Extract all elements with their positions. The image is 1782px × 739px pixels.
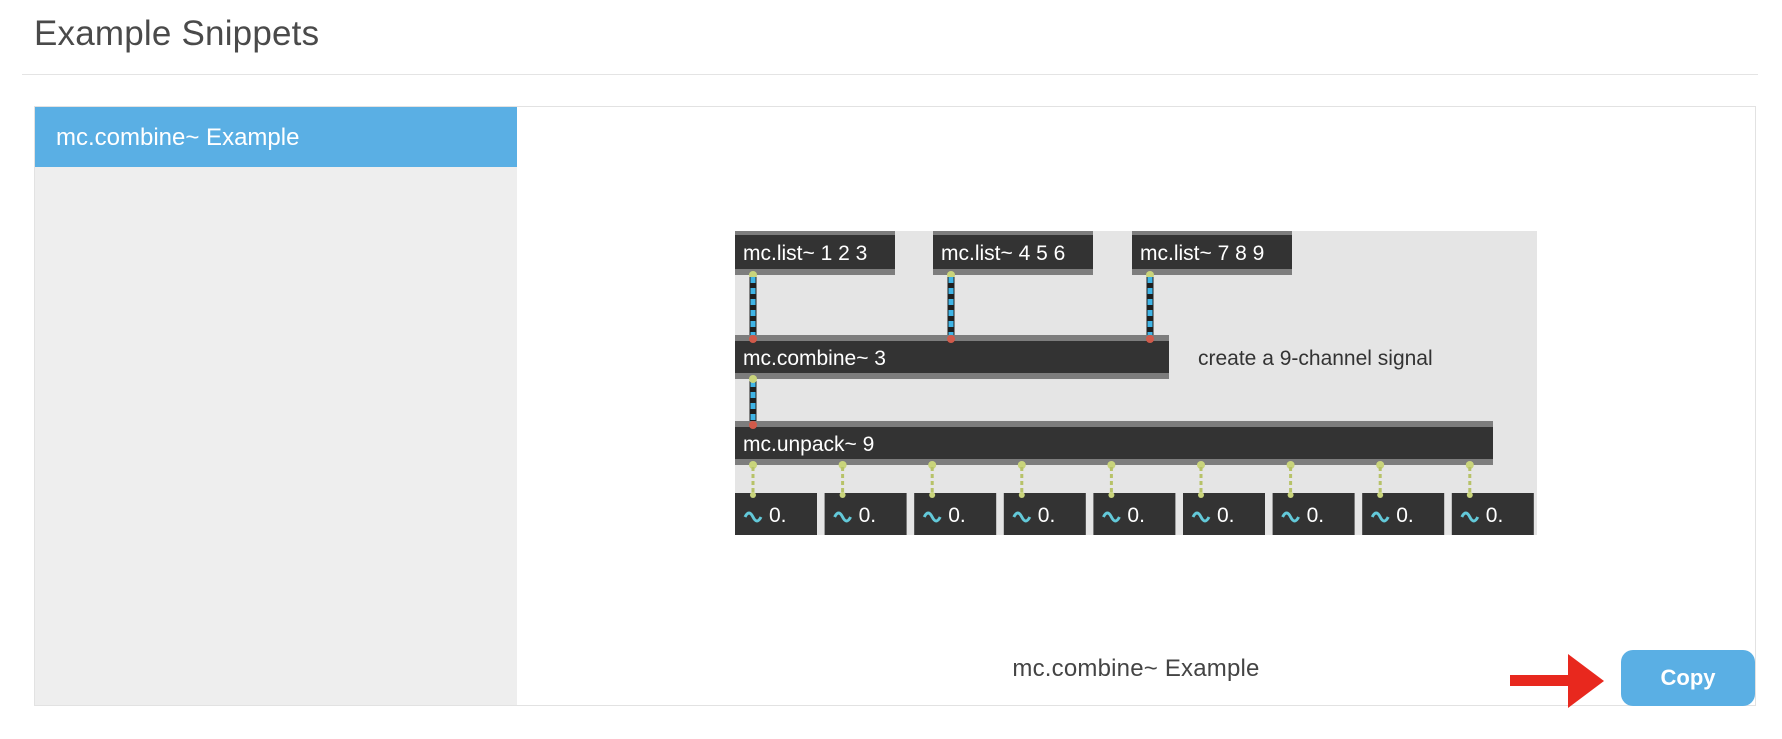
mc-combine-object: mc.combine~ 3 <box>735 335 1169 383</box>
title-divider <box>22 74 1758 75</box>
mc-unpack-object: mc.unpack~ 9 <box>735 421 1493 465</box>
unpack-outlet <box>928 461 937 469</box>
patch-preview-image: mc.list~ 1 2 3 mc.list~ 4 5 6 mc.list~ 7… <box>735 231 1537 535</box>
signal-cords <box>749 461 1474 493</box>
meter-value: 0. <box>948 504 966 527</box>
sine-wave-icon <box>833 511 852 523</box>
page-title: Example Snippets <box>34 14 320 53</box>
number-tilde-object: 0. <box>1003 492 1086 535</box>
snippet-caption: mc.combine~ Example <box>1012 655 1260 682</box>
mc-patch-cords <box>749 277 1154 423</box>
number-tilde-object: 0. <box>1362 492 1445 535</box>
unpack-outlet <box>1465 461 1474 469</box>
mc-list-object-3: mc.list~ 7 8 9 <box>1132 231 1292 279</box>
number-tilde-object: 0. <box>824 492 907 535</box>
sine-wave-icon <box>1012 511 1032 523</box>
sidebar-item-mc-combine-example[interactable]: mc.combine~ Example <box>35 107 517 167</box>
number-tilde-object: 0. <box>735 492 817 535</box>
number-tilde-object: 0. <box>1183 492 1265 535</box>
number-tilde-object: 0. <box>1451 492 1534 535</box>
unpack-outlet <box>1197 461 1205 469</box>
sine-wave-icon <box>922 511 942 523</box>
meter-value: 0. <box>1307 504 1325 527</box>
unpack-outlet <box>1107 461 1116 469</box>
sine-wave-icon <box>1191 511 1211 523</box>
mc-unpack-label: mc.unpack~ 9 <box>743 433 874 456</box>
meter-value: 0. <box>859 504 877 527</box>
meter-value: 0. <box>1038 504 1056 527</box>
unpack-outlet <box>1376 461 1385 469</box>
meter-value: 0. <box>1127 504 1145 527</box>
mc-list-label-1: mc.list~ 1 2 3 <box>743 242 867 265</box>
signal-meters: 0. 0. 0. 0. 0. 0. 0. 0. 0. <box>735 492 1534 535</box>
sine-wave-icon <box>1460 511 1480 523</box>
snippet-panel: mc.combine~ Example mc.list~ 1 2 3 mc.li… <box>34 106 1756 706</box>
sine-wave-icon <box>1281 511 1300 523</box>
snippet-sidebar: mc.combine~ Example <box>35 107 517 705</box>
sine-wave-icon <box>743 511 763 523</box>
meter-value: 0. <box>769 504 787 527</box>
mc-list-label-3: mc.list~ 7 8 9 <box>1140 242 1264 265</box>
number-tilde-object: 0. <box>914 492 997 535</box>
mc-combine-label: mc.combine~ 3 <box>743 347 886 370</box>
unpack-outlet <box>1286 461 1295 469</box>
mc-list-object-1: mc.list~ 1 2 3 <box>735 231 895 279</box>
mc-list-object-2: mc.list~ 4 5 6 <box>933 231 1093 279</box>
arrow-right-icon <box>1510 654 1604 708</box>
patch-comment: create a 9-channel signal <box>1198 347 1433 370</box>
sine-wave-icon <box>1102 511 1121 523</box>
patch-canvas <box>735 231 1537 535</box>
copy-button[interactable]: Copy <box>1621 650 1755 706</box>
number-tilde-object: 0. <box>1093 492 1176 535</box>
meter-value: 0. <box>1486 504 1504 527</box>
snippet-preview: mc.list~ 1 2 3 mc.list~ 4 5 6 mc.list~ 7… <box>517 107 1755 705</box>
meter-value: 0. <box>1217 504 1235 527</box>
unpack-outlet <box>838 461 847 469</box>
sidebar-item-label: mc.combine~ Example <box>56 124 300 151</box>
sine-wave-icon <box>1370 511 1390 523</box>
unpack-outlet <box>1017 461 1026 469</box>
unpack-outlet <box>749 461 757 469</box>
mc-list-label-2: mc.list~ 4 5 6 <box>941 242 1065 265</box>
meter-value: 0. <box>1396 504 1414 527</box>
number-tilde-object: 0. <box>1272 492 1355 535</box>
